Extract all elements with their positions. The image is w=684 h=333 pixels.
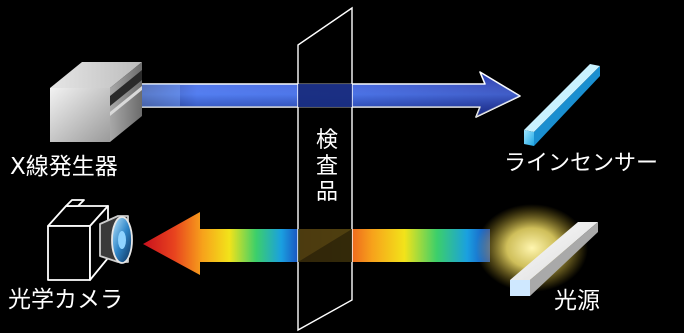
camera-icon [47, 199, 133, 281]
light-source-device [476, 204, 598, 296]
specimen-label: 検査品 [315, 128, 338, 205]
optical-camera-label: 光学カメラ [8, 287, 123, 313]
xray-generator-device [50, 62, 142, 142]
light-source-label: 光源 [554, 288, 600, 314]
specimen-plate [297, 6, 353, 332]
xray-generator-label: X線発生器 [10, 154, 118, 180]
line-sensor-device [524, 64, 600, 146]
line-sensor-label: ラインセンサー [504, 151, 659, 176]
